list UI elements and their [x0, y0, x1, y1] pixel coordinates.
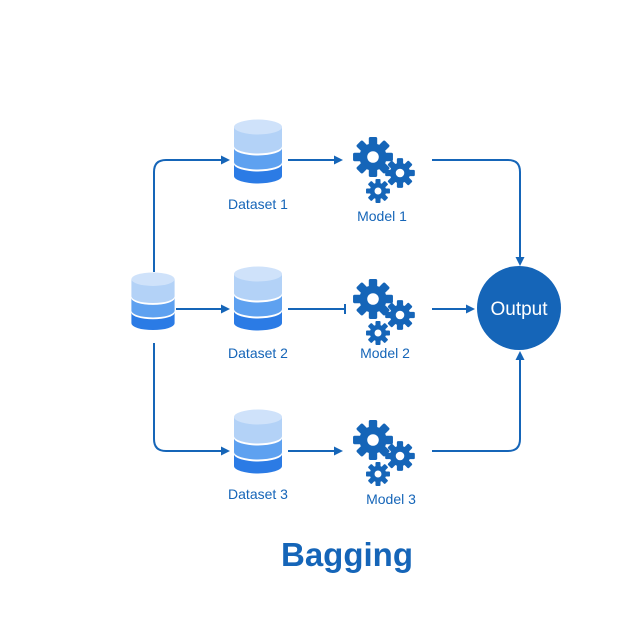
model-2-gears-icon [353, 279, 415, 345]
arrow-head [466, 304, 475, 314]
arrow-head [515, 351, 525, 360]
dataset-2-label: Dataset 2 [228, 345, 288, 361]
model-3-gears-icon [353, 420, 415, 486]
model-2-label: Model 2 [360, 345, 410, 361]
arrow-head [221, 446, 230, 456]
connector-source-top [153, 159, 223, 272]
arrow-head [334, 446, 343, 456]
output-node [477, 266, 561, 350]
dataset-1-label: Dataset 1 [228, 196, 288, 212]
connector-model1-output [432, 159, 521, 258]
arrow-head [221, 155, 230, 165]
dataset-2-database-icon [234, 266, 282, 331]
diagram-title: Bagging [281, 536, 413, 573]
connector-model3-output [432, 360, 521, 452]
model-1-label: Model 1 [357, 208, 407, 224]
dataset-3-database-icon [234, 409, 282, 474]
model-1-gears-icon [353, 137, 415, 203]
output-label: Output [490, 299, 548, 320]
arrow-head [334, 155, 343, 165]
dataset-1-database-icon [234, 119, 282, 184]
model-3-label: Model 3 [366, 491, 416, 507]
source-database-icon [131, 272, 175, 331]
arrow-head [221, 304, 230, 314]
arrow-head [515, 257, 525, 266]
dataset-3-label: Dataset 3 [228, 486, 288, 502]
connector-source-bottom [153, 343, 223, 452]
